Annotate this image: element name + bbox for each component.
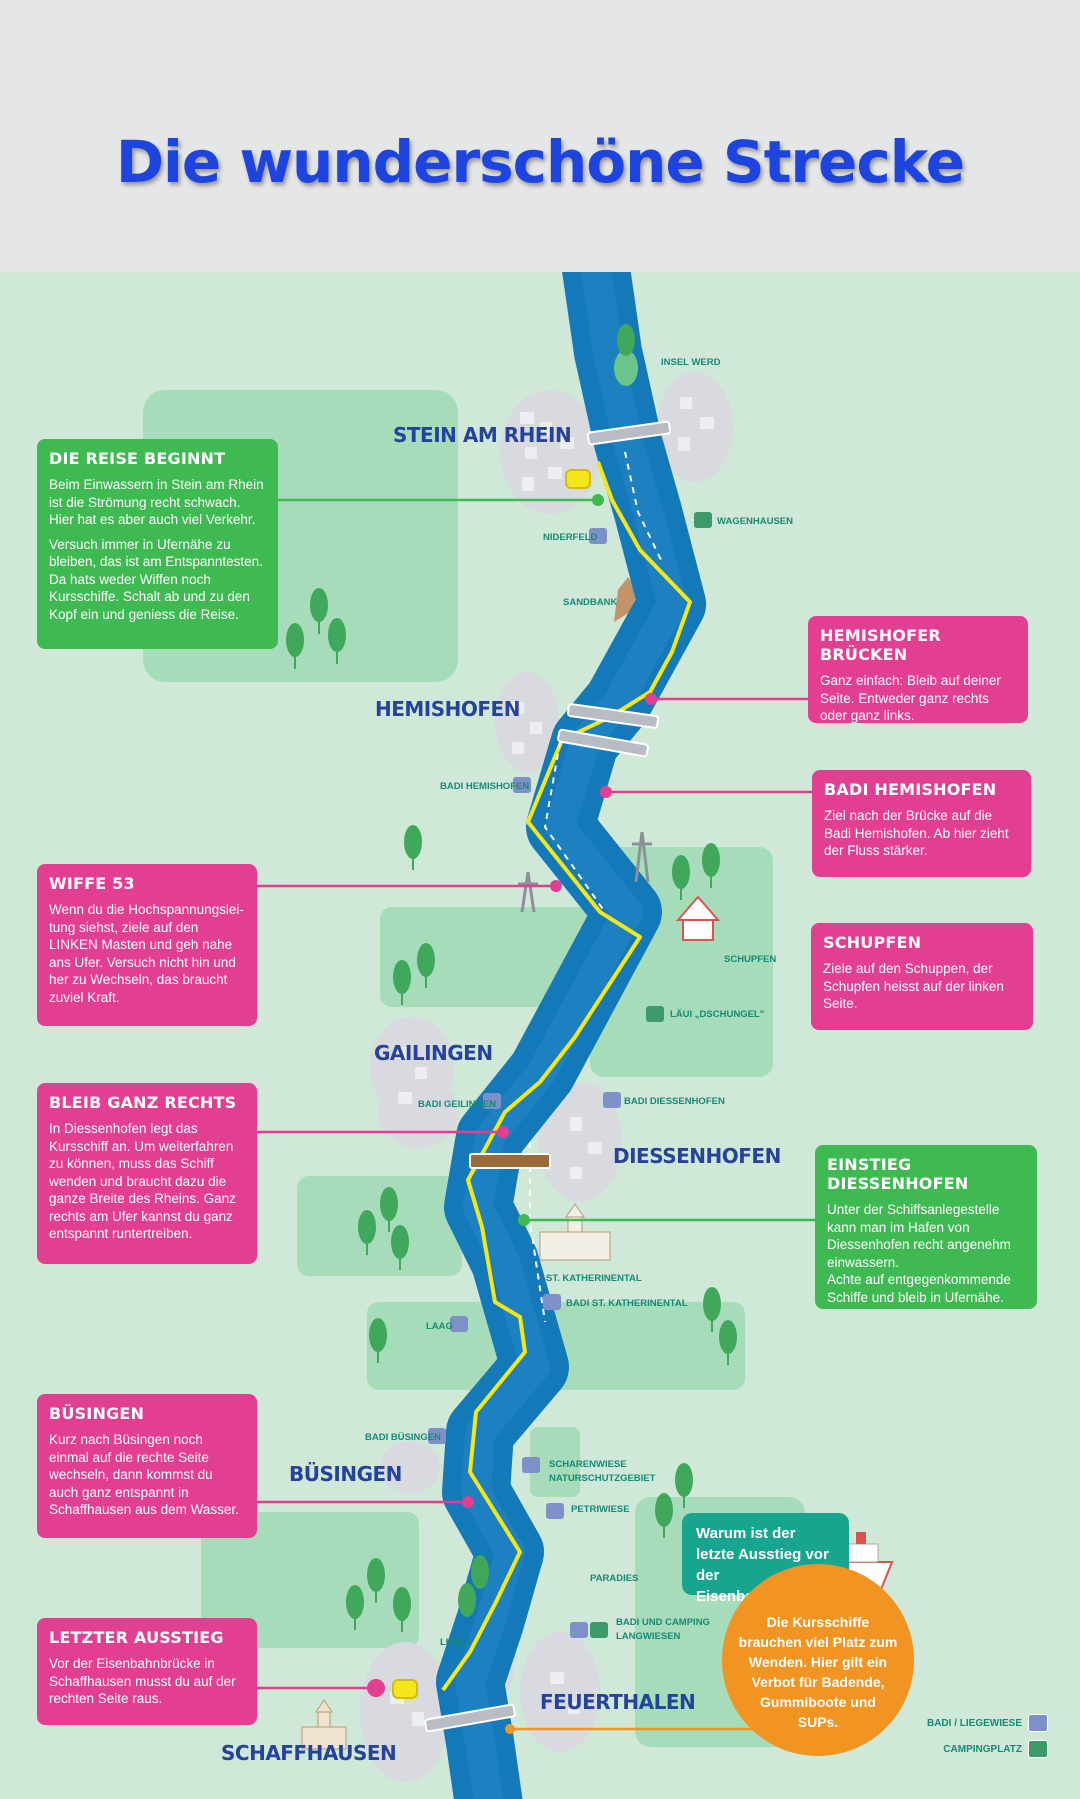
box-text: Ziel nach der Brücke auf die Badi Hemish… — [824, 808, 1009, 858]
label-insel-werd: INSEL WERD — [661, 357, 721, 368]
info-hemishofer-bruecken: HEMISHOFER BRÜCKEN Ganz einfach: Bleib a… — [808, 616, 1028, 723]
box-title: EINSTIEG DIESSENHOFEN — [827, 1155, 969, 1193]
label-laeui: LÄUI „DSCHUNGEL" — [670, 1009, 765, 1020]
label-petriwiese: PETRIWIESE — [571, 1504, 630, 1515]
box-text: Unter der Schiffsanlegestelle kann man i… — [827, 1202, 1011, 1270]
box-title: WIFFE 53 — [49, 874, 135, 893]
church-icon — [301, 1699, 347, 1750]
bridges — [424, 420, 672, 1733]
info-reise-beginnt: DIE REISE BEGINNT Beim Einwassern in Ste… — [37, 439, 278, 649]
label-sandbank: SANDBANK — [563, 597, 618, 608]
info-einstieg-diessenhofen: EINSTIEG DIESSENHOFEN Unter der Schiffsa… — [815, 1145, 1037, 1309]
legend-camping-label: CAMPINGPLATZ — [943, 1743, 1022, 1755]
box-title: BLEIB GANZ RECHTS — [49, 1093, 237, 1112]
legend-badi-label: BADI / LIEGEWIESE — [926, 1717, 1022, 1729]
page-title: Die wunderschöne Strecke — [115, 128, 965, 196]
label-niederfeld: NIDERFELD — [543, 532, 598, 543]
box-text: Achte auf entgegenkommende Schiffe und b… — [827, 1272, 1011, 1305]
info-schupfen: SCHUPFEN Ziele auf den Schuppen, der Sch… — [811, 923, 1033, 1030]
town-diessenhofen: DIESSENHOFEN — [613, 1144, 781, 1168]
info-buesingen: BÜSINGEN Kurz nach Büsingen noch einmal … — [37, 1394, 257, 1538]
label-badi-camping: BADI UND CAMPING — [616, 1617, 710, 1628]
town-buesingen: BÜSINGEN — [289, 1462, 402, 1486]
label-naturschutz: NATURSCHUTZGEBIET — [549, 1473, 656, 1484]
info-bleib-ganz-rechts: BLEIB GANZ RECHTS In Diessenhofen legt d… — [37, 1083, 257, 1264]
sandbank — [614, 577, 638, 622]
label-paradies: PARADIES — [590, 1573, 639, 1584]
box-title: LETZTER AUSSTIEG — [49, 1628, 224, 1647]
poi-icons — [428, 512, 712, 1638]
box-text: Beim Einwassern in Stein am Rhein ist di… — [49, 477, 264, 527]
box-text: Vor der Eisenbahnbrücke in Schaffhausen … — [49, 1656, 236, 1706]
box-title: BADI HEMISHOFEN — [824, 780, 997, 799]
box-title: BÜSINGEN — [49, 1404, 145, 1423]
leader-dots — [367, 494, 657, 1734]
label-badi-gailingen: BADI GEILINGEN — [418, 1099, 497, 1110]
town-schaffhausen: SCHAFFHAUSEN — [221, 1741, 397, 1765]
label-wagenhausen: WAGENHAUSEN — [717, 516, 794, 527]
legend-badi: BADI / LIEGEWIESE — [927, 1714, 1048, 1732]
label-scharenwiese: SCHARENWIESE — [549, 1459, 627, 1470]
box-text: Versuch immer in Ufernähe zu bleiben, da… — [49, 536, 263, 622]
schupfen-hut-icon — [675, 895, 721, 941]
info-badi-hemishofen: BADI HEMISHOFEN Ziel nach der Brücke auf… — [812, 770, 1031, 877]
label-lindli: LINDLI — [440, 1637, 471, 1648]
power-masts — [518, 831, 652, 913]
raft-icon — [392, 469, 591, 1699]
camping-icon — [1028, 1740, 1048, 1758]
legend-camping: CAMPINGPLATZ — [943, 1740, 1048, 1758]
answer-text: Die Kursschiffe brauchen viel Platz zum … — [738, 1614, 898, 1730]
box-text: In Diessenhofen legt das Kursschiff an. … — [49, 1121, 236, 1241]
badi-icon — [1028, 1714, 1048, 1732]
box-text: Ziele auf den Schuppen, der Schupfen hei… — [823, 961, 1004, 1011]
box-text: Kurz nach Büsingen noch einmal auf die r… — [49, 1432, 239, 1517]
label-badi-buesingen: BADI BÜSINGEN — [365, 1432, 442, 1443]
paddle-route — [441, 461, 692, 1692]
trees — [286, 324, 737, 1621]
label-badi-st-katharinental: BADI ST. KATHERINENTAL — [566, 1298, 688, 1309]
info-wiffe-53: WIFFE 53 Wenn du die Hochspannungslei-tu… — [37, 864, 257, 1026]
river-map — [143, 272, 894, 1799]
info-answer: Die Kursschiffe brauchen viel Platz zum … — [722, 1564, 914, 1756]
monastery-icon — [539, 1203, 611, 1261]
leader-lines — [256, 498, 815, 1731]
town-block-grid — [390, 397, 714, 1726]
label-schupfen: SCHUPFEN — [724, 954, 777, 965]
box-title: HEMISHOFER BRÜCKEN — [820, 626, 941, 664]
town-stein-am-rhein: STEIN AM RHEIN — [393, 423, 572, 447]
island-werd — [614, 350, 638, 386]
label-langwiesen: LANGWIESEN — [616, 1631, 681, 1642]
town-hemishofen: HEMISHOFEN — [375, 697, 520, 721]
header — [0, 0, 1080, 272]
info-letzter-ausstieg: LETZTER AUSSTIEG Vor der Eisenbahnbrücke… — [37, 1618, 257, 1725]
label-laag: LAAG — [426, 1321, 453, 1332]
label-badi-diessenhofen: BADI DIESSENHOFEN — [624, 1096, 725, 1107]
box-title: DIE REISE BEGINNT — [49, 449, 226, 468]
box-text: Wenn du die Hochspannungslei-tung siehst… — [49, 902, 244, 1005]
town-feuerthalen: FEUERTHALEN — [540, 1690, 696, 1714]
town-gailingen: GAILINGEN — [374, 1041, 493, 1065]
box-title: SCHUPFEN — [823, 933, 922, 952]
label-st-katharinental: ST. KATHERINENTAL — [546, 1273, 642, 1284]
box-text: Ganz einfach: Bleib auf deiner Seite. En… — [820, 673, 1001, 723]
label-badi-hemishofen: BADI HEMISHOFEN — [440, 781, 530, 792]
